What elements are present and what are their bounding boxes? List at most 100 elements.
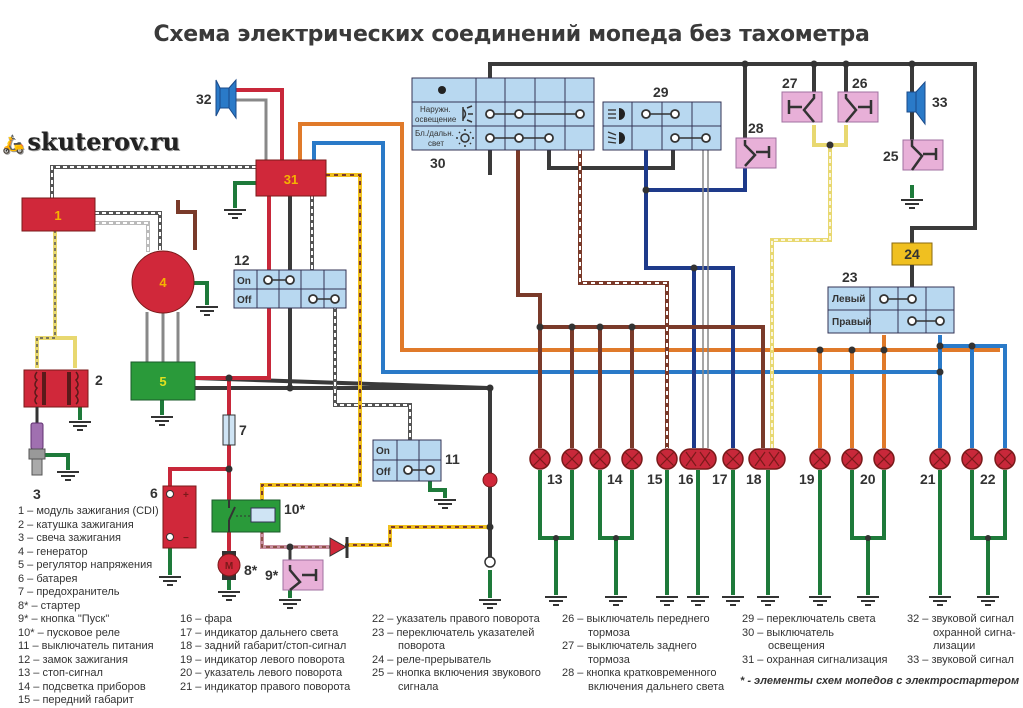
- label-20: 20: [860, 471, 876, 487]
- label-2: 2: [95, 372, 103, 388]
- legend-item: 32 – звуковой сигнал: [907, 613, 1014, 625]
- beam-label-1: Бл./дальн.: [415, 129, 454, 138]
- lamp-14a: [589, 448, 611, 470]
- legend-item: 33 – звуковой сигнал: [907, 653, 1014, 666]
- wire-blue-22: [940, 344, 1007, 448]
- lamp-22a: [961, 448, 983, 470]
- component-2-ignition-coil[interactable]: 2: [23, 369, 103, 408]
- lamp-20a: [841, 448, 863, 470]
- legend-item: 20 – указатель левого поворота: [180, 667, 343, 679]
- component-5-voltage-regulator[interactable]: 5: [130, 361, 196, 401]
- label-27: 27: [782, 75, 798, 91]
- diode: [329, 537, 349, 558]
- wire-red-12-5: [195, 305, 271, 380]
- component-31-alarm[interactable]: 31: [255, 159, 327, 197]
- alarm-indicator-lamp: [482, 472, 498, 568]
- watermark-text: skuterov.ru: [27, 127, 180, 156]
- component-11-power-switch[interactable]: On Off 11: [372, 439, 460, 482]
- legend-item: 7 – предохранитель: [18, 586, 120, 598]
- label-1: 1: [54, 208, 61, 223]
- component-9-start-button[interactable]: 9*: [265, 559, 324, 591]
- legend-item: 21 – индикатор правого поворота: [180, 680, 351, 693]
- legend-column-2: 16 – фара 17 – индикатор дальнего света …: [180, 613, 350, 694]
- legend-item: тормоза: [588, 626, 630, 639]
- legend-item: 4 – генератор: [18, 545, 88, 558]
- component-7-fuse[interactable]: 7: [222, 414, 247, 446]
- label-22: 22: [980, 471, 996, 487]
- legend-column-1: 1 – модуль зажигания (CDI) 2 – катушка з…: [18, 505, 159, 708]
- legend-column-4: 26 – выключатель переднего тормоза 27 – …: [562, 613, 724, 694]
- label-19: 19: [799, 471, 815, 487]
- legend-item: 31 – охранная сигнализация: [742, 653, 888, 666]
- wire-navy-29: [644, 150, 747, 192]
- label-24: 24: [904, 246, 920, 262]
- legend-item: сигнала: [398, 680, 439, 693]
- legend-item: 14 – подсветка приборов: [18, 680, 146, 693]
- component-12-ignition-lock[interactable]: On Off 12: [233, 252, 347, 309]
- wire-yellow-1-2: [35, 230, 57, 368]
- label-26: 26: [852, 75, 868, 91]
- component-33-horn[interactable]: 33: [906, 80, 948, 126]
- label-6: 6: [150, 485, 158, 501]
- component-30-light-switch[interactable]: Наружн. освещение Бл./дальн. свет 30: [411, 77, 595, 171]
- wire-grey-1-31: [50, 165, 258, 198]
- lamp-13a: [529, 448, 551, 470]
- ground-symbols: [56, 199, 1000, 609]
- legend-item: 16 – фара: [180, 613, 232, 625]
- label-15: 15: [647, 471, 663, 487]
- lamp-17: [722, 448, 744, 470]
- legend-item: 25 – кнопка включения звукового: [372, 667, 541, 679]
- label-23: 23: [842, 269, 858, 285]
- lamp-15: [656, 448, 678, 470]
- legend-item: 3 – свеча зажигания: [18, 532, 121, 544]
- label-4: 4: [159, 275, 167, 290]
- legend-item: 18 – задний габарит/стоп-сигнал: [180, 640, 347, 652]
- wire-brown-white: [578, 150, 669, 448]
- component-25-horn-button[interactable]: 25: [883, 139, 944, 171]
- label-28: 28: [748, 120, 764, 136]
- component-29-beam-switch[interactable]: 29: [602, 84, 722, 151]
- lamp-labels: 13 14 15 16 17 18 19 20 21 22: [547, 471, 996, 487]
- legend-item: 11 – выключатель питания: [18, 640, 154, 652]
- outer-light-label-1: Наружн.: [420, 105, 451, 114]
- component-24-flasher-relay[interactable]: 24: [891, 242, 933, 287]
- component-27-rear-brake-switch[interactable]: 27: [781, 75, 823, 123]
- component-28-flash-button[interactable]: 28: [735, 120, 777, 169]
- component-3-spark-plug[interactable]: 3: [28, 407, 46, 502]
- component-4-generator[interactable]: 4: [131, 250, 195, 314]
- legend-item: 19 – индикатор левого поворота: [180, 653, 345, 666]
- low-beam-icon: [607, 131, 625, 144]
- legend-item: 1 – модуль зажигания (CDI): [18, 505, 159, 517]
- component-1-cdi[interactable]: 1: [21, 197, 96, 232]
- legend-column-5: 29 – переключатель света 30 – выключател…: [742, 613, 887, 667]
- component-26-front-brake-switch[interactable]: 26: [837, 75, 879, 123]
- outer-light-label-2: освещение: [415, 115, 457, 124]
- scooter-icon: 🛵: [2, 134, 25, 155]
- label-17: 17: [712, 471, 728, 487]
- lamp-19: [809, 448, 831, 470]
- label-18: 18: [746, 471, 762, 487]
- label-30: 30: [430, 155, 446, 171]
- legend-item: включения дальнего света: [588, 680, 725, 693]
- label-16: 16: [678, 471, 694, 487]
- label-33: 33: [932, 94, 948, 110]
- legend-item: 28 – кнопка кратковременного: [562, 667, 717, 679]
- lamp-22b: [994, 448, 1016, 470]
- label-29: 29: [653, 84, 669, 100]
- component-6-battery[interactable]: + − 6: [150, 485, 197, 549]
- beam-label-2: свет: [428, 139, 444, 148]
- lamp-16: [679, 448, 717, 470]
- component-23-turn-switch[interactable]: Левый Правый 23: [827, 269, 955, 334]
- switch-12-on: On: [237, 276, 251, 287]
- parking-light-icon: [462, 105, 473, 123]
- legend-item: 29 – переключатель света: [742, 613, 876, 625]
- legend-item: поворота: [398, 640, 445, 652]
- wire-red-battery: [168, 467, 229, 488]
- component-32-alarm-horn[interactable]: 32: [196, 78, 237, 120]
- legend-item: 22 – указатель правого поворота: [372, 613, 540, 625]
- component-8-starter[interactable]: M 8*: [217, 551, 258, 580]
- component-10-starter-relay[interactable]: 10*: [211, 499, 306, 533]
- watermark-logo: 🛵skuterov.ru: [2, 127, 180, 156]
- wire-navy-16-17: [644, 190, 735, 448]
- label-9: 9*: [265, 567, 279, 583]
